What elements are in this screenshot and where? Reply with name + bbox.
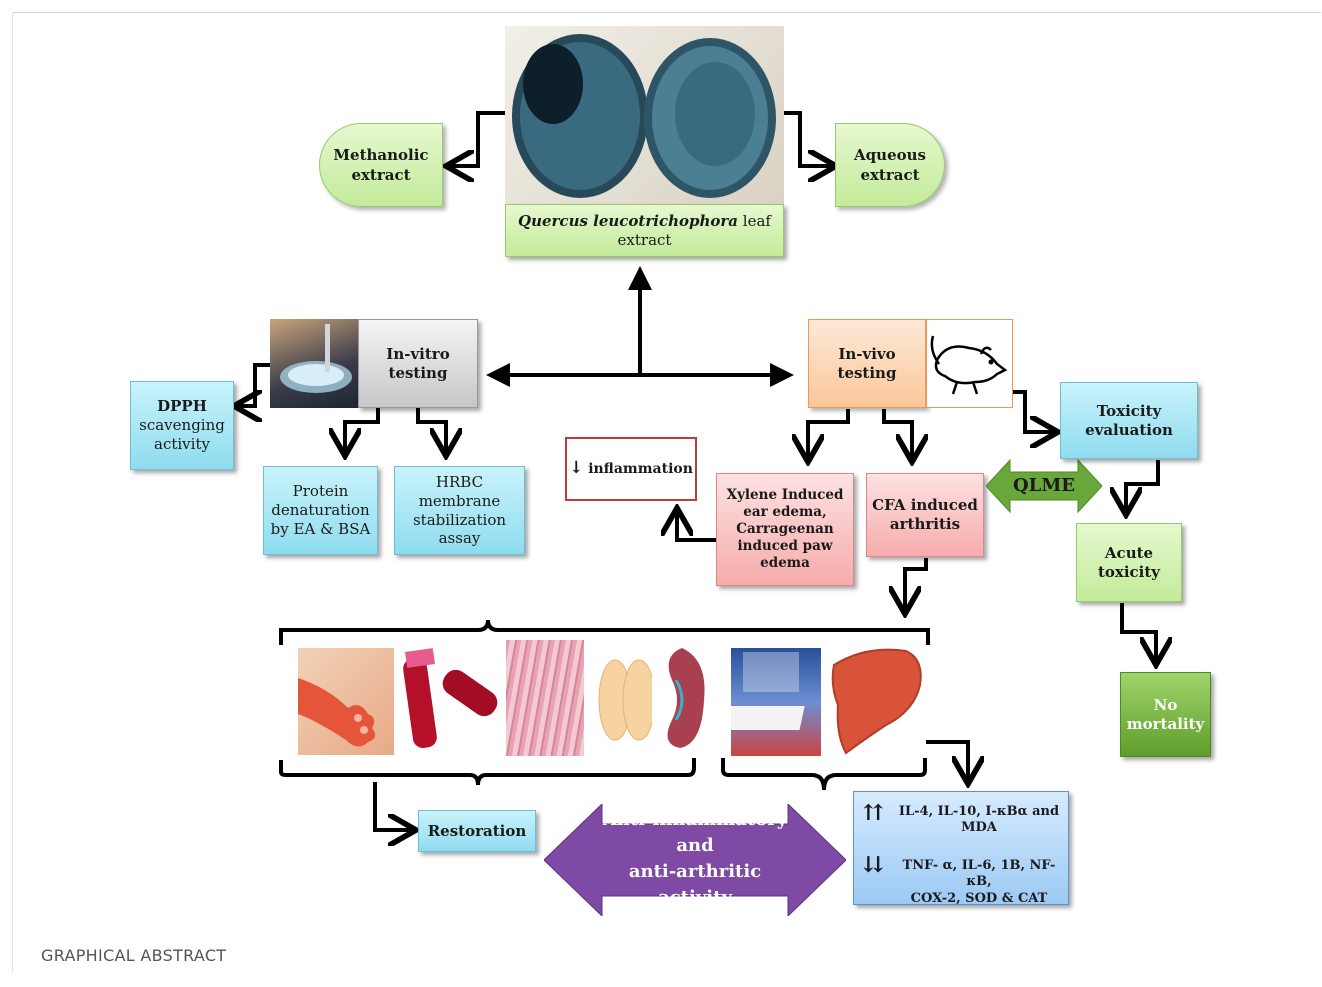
lab-dish-illustration — [280, 324, 352, 393]
inflammation-box: ↓ inflammation — [565, 437, 697, 501]
blood-tube-image — [400, 640, 502, 756]
activity-label: Anti-inflammatory and anti-arthritic acti… — [594, 809, 796, 908]
hrbc-line-2: membrane — [418, 491, 501, 510]
toxicity-line-1: Toxicity — [1096, 401, 1162, 420]
up-markers-line-2: MDA — [961, 820, 997, 836]
liver-image — [826, 645, 926, 757]
biomarker-box: ⇈ IL-4, IL-10, I-κBα and MDA ⇊ TNF- α, I… — [853, 791, 1069, 907]
restoration-label: Restoration — [427, 821, 527, 840]
source-extract-label: Quercus leucotrichophora leaf extract — [505, 204, 784, 257]
rat-drawing — [926, 319, 1013, 408]
elisa-plate-illustration — [731, 652, 805, 730]
mortality-line-2: mortality — [1126, 714, 1205, 733]
thymus-illustration — [598, 659, 656, 741]
kidney-illustration — [667, 648, 705, 748]
acute-line-2: toxicity — [1097, 562, 1161, 581]
xylene-line-2: ear edema, — [743, 504, 827, 521]
in-vivo-line-1: In-vivo — [838, 344, 896, 363]
figure-frame — [12, 12, 1321, 973]
figure-caption: GRAPHICAL ABSTRACT — [41, 946, 227, 965]
down-markers-line-2: COX-2, SOD & CAT — [910, 890, 1048, 906]
xylene-line-1: Xylene Induced — [726, 487, 844, 504]
paw-illustration — [298, 678, 376, 747]
blood-tube-illustration — [403, 648, 498, 748]
aqueous-line-1: Aqueous — [854, 145, 926, 164]
xylene-line-4: induced paw — [737, 537, 833, 554]
species-name: Quercus leucotrichophora — [518, 211, 739, 230]
xylene-line-5: edema — [760, 554, 810, 571]
petri-dish-photo — [505, 26, 784, 204]
rat-icon — [930, 335, 1008, 395]
methanolic-line-1: Methanolic — [333, 145, 429, 164]
dpph-line-1: DPPH — [157, 397, 207, 416]
protein-line-3: by EA & BSA — [270, 519, 371, 538]
up-markers-line-1: IL-4, IL-10, I-κBα and — [898, 804, 1060, 819]
up-markers: IL-4, IL-10, I-κBα and MDA — [894, 804, 1064, 837]
hrbc-line-1: HRBC — [435, 473, 484, 491]
aqueous-line-2: extract — [860, 166, 920, 184]
thymus-image — [597, 645, 657, 750]
cfa-line-2: arthritis — [889, 515, 961, 533]
mortality-line-1: No — [1153, 695, 1178, 714]
cfa-line-1: CFA induced — [872, 496, 978, 515]
restoration-box: Restoration — [418, 810, 536, 852]
hrbc-line-3: stabilization — [412, 510, 507, 529]
petri-dish-illustration — [512, 34, 776, 198]
activity-double-arrow — [544, 804, 846, 916]
toxicity-line-2: evaluation — [1085, 420, 1173, 439]
in-vitro-line-1: In-vitro — [386, 344, 450, 363]
methanolic-extract-shape: Methanolic extract — [319, 123, 443, 207]
methanolic-line-2: extract — [351, 166, 411, 184]
xylene-line-3: Carrageenan — [736, 521, 834, 538]
down-markers: TNF- α, IL-6, 1B, NF-κB, COX-2, SOD & CA… — [894, 858, 1064, 907]
hrbc-line-4: assay — [438, 529, 481, 548]
elisa-plate-image — [731, 648, 821, 756]
aqueous-extract-shape: Aqueous extract — [835, 123, 945, 207]
in-vitro-photo — [270, 319, 358, 408]
down-arrow-icon: ↓ — [569, 458, 584, 479]
liver-illustration — [831, 648, 922, 755]
activity-line-2: anti-arthritic activity — [628, 861, 762, 909]
activity-line-1: Anti-inflammatory and — [602, 808, 788, 856]
dpph-line-2: scavenging — [139, 416, 225, 435]
in-vivo-line-2: testing — [837, 363, 897, 382]
paw-image — [298, 648, 394, 755]
down-double-arrow-icon: ⇊ — [864, 852, 883, 878]
species-suffix: leaf extract — [617, 211, 771, 249]
tissue-histology-image — [506, 640, 584, 756]
down-markers-line-1: TNF- α, IL-6, 1B, NF-κB, — [902, 858, 1056, 890]
protein-line-1: Protein — [292, 482, 349, 501]
acute-line-1: Acute — [1104, 543, 1154, 562]
qlme-double-arrow — [986, 458, 1102, 514]
in-vitro-line-2: testing — [388, 363, 448, 382]
inflammation-label: inflammation — [588, 461, 693, 478]
qlme-label: QLME — [1013, 474, 1075, 496]
kidney-image — [652, 640, 710, 756]
up-double-arrow-icon: ⇈ — [864, 800, 883, 826]
protein-line-2: denaturation — [271, 501, 370, 520]
dpph-line-3: activity — [154, 434, 210, 453]
